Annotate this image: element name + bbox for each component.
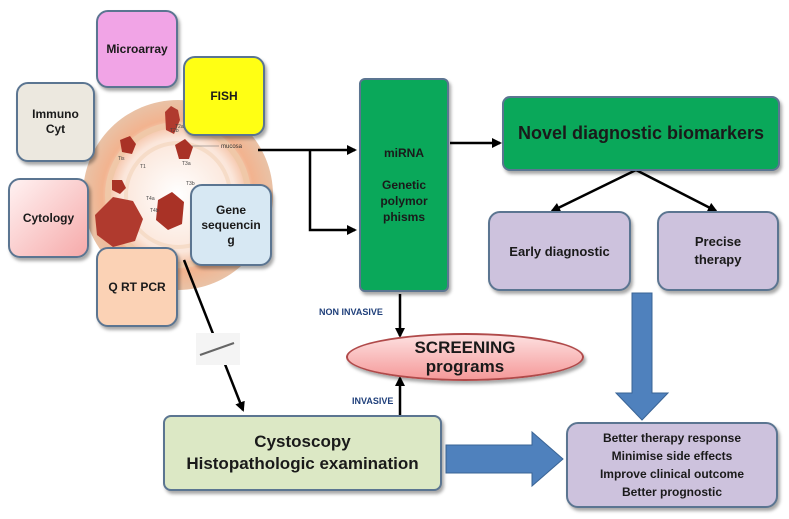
outcomes-box: Better therapy response Minimise side ef… [566,422,778,508]
tumor-shape [95,197,143,247]
fish-box: FISH [183,56,265,136]
arrow-novel-to-early [550,168,637,213]
stage-label: T4b [150,208,159,214]
arrow-methods-to-polymorphisms [308,150,357,235]
screening-programs-oval: SCREENING programs [346,333,584,381]
stage-label: T3b [186,181,195,187]
microarray-box: Microarray [96,10,178,88]
invasive-label: INVASIVE [352,396,394,406]
arrow-novel-to-precise [635,168,718,213]
stage-label: T3a [182,161,191,167]
qrtpcr-box: Q RT PCR [96,247,178,327]
blue-arrow-right [445,430,564,488]
tumor-shape [120,136,136,154]
cystoscope-image [199,342,235,356]
mirna-polymorphisms-box: miRNA Genetic polymor phisms [359,78,449,292]
early-diagnostic-box: Early diagnostic [488,211,631,291]
tumor-shape [112,180,126,194]
mucosa-label: mucosa [221,144,243,150]
stage-label: T4a [146,196,155,202]
blue-arrow-down [614,292,670,421]
precise-therapy-box: Precise therapy [657,211,779,291]
tumor-shape [156,192,184,230]
tumor-shape [165,106,180,134]
gene-sequencing-box: Gene sequencin g [190,184,272,266]
cystoscopy-box: Cystoscopy Histopathologic examination [163,415,442,491]
novel-biomarkers-box: Novel diagnostic biomarkers [502,96,780,171]
immuno-cyt-box: Immuno Cyt [16,82,95,162]
stage-label: Tis [118,156,125,162]
cytology-box: Cytology [8,178,89,258]
stage-label: T2b [170,128,179,134]
stage-label: T1 [140,164,146,170]
tumor-shape [175,139,193,159]
non-invasive-label: NON INVASIVE [319,307,383,317]
stage-label: T2a [175,124,184,130]
